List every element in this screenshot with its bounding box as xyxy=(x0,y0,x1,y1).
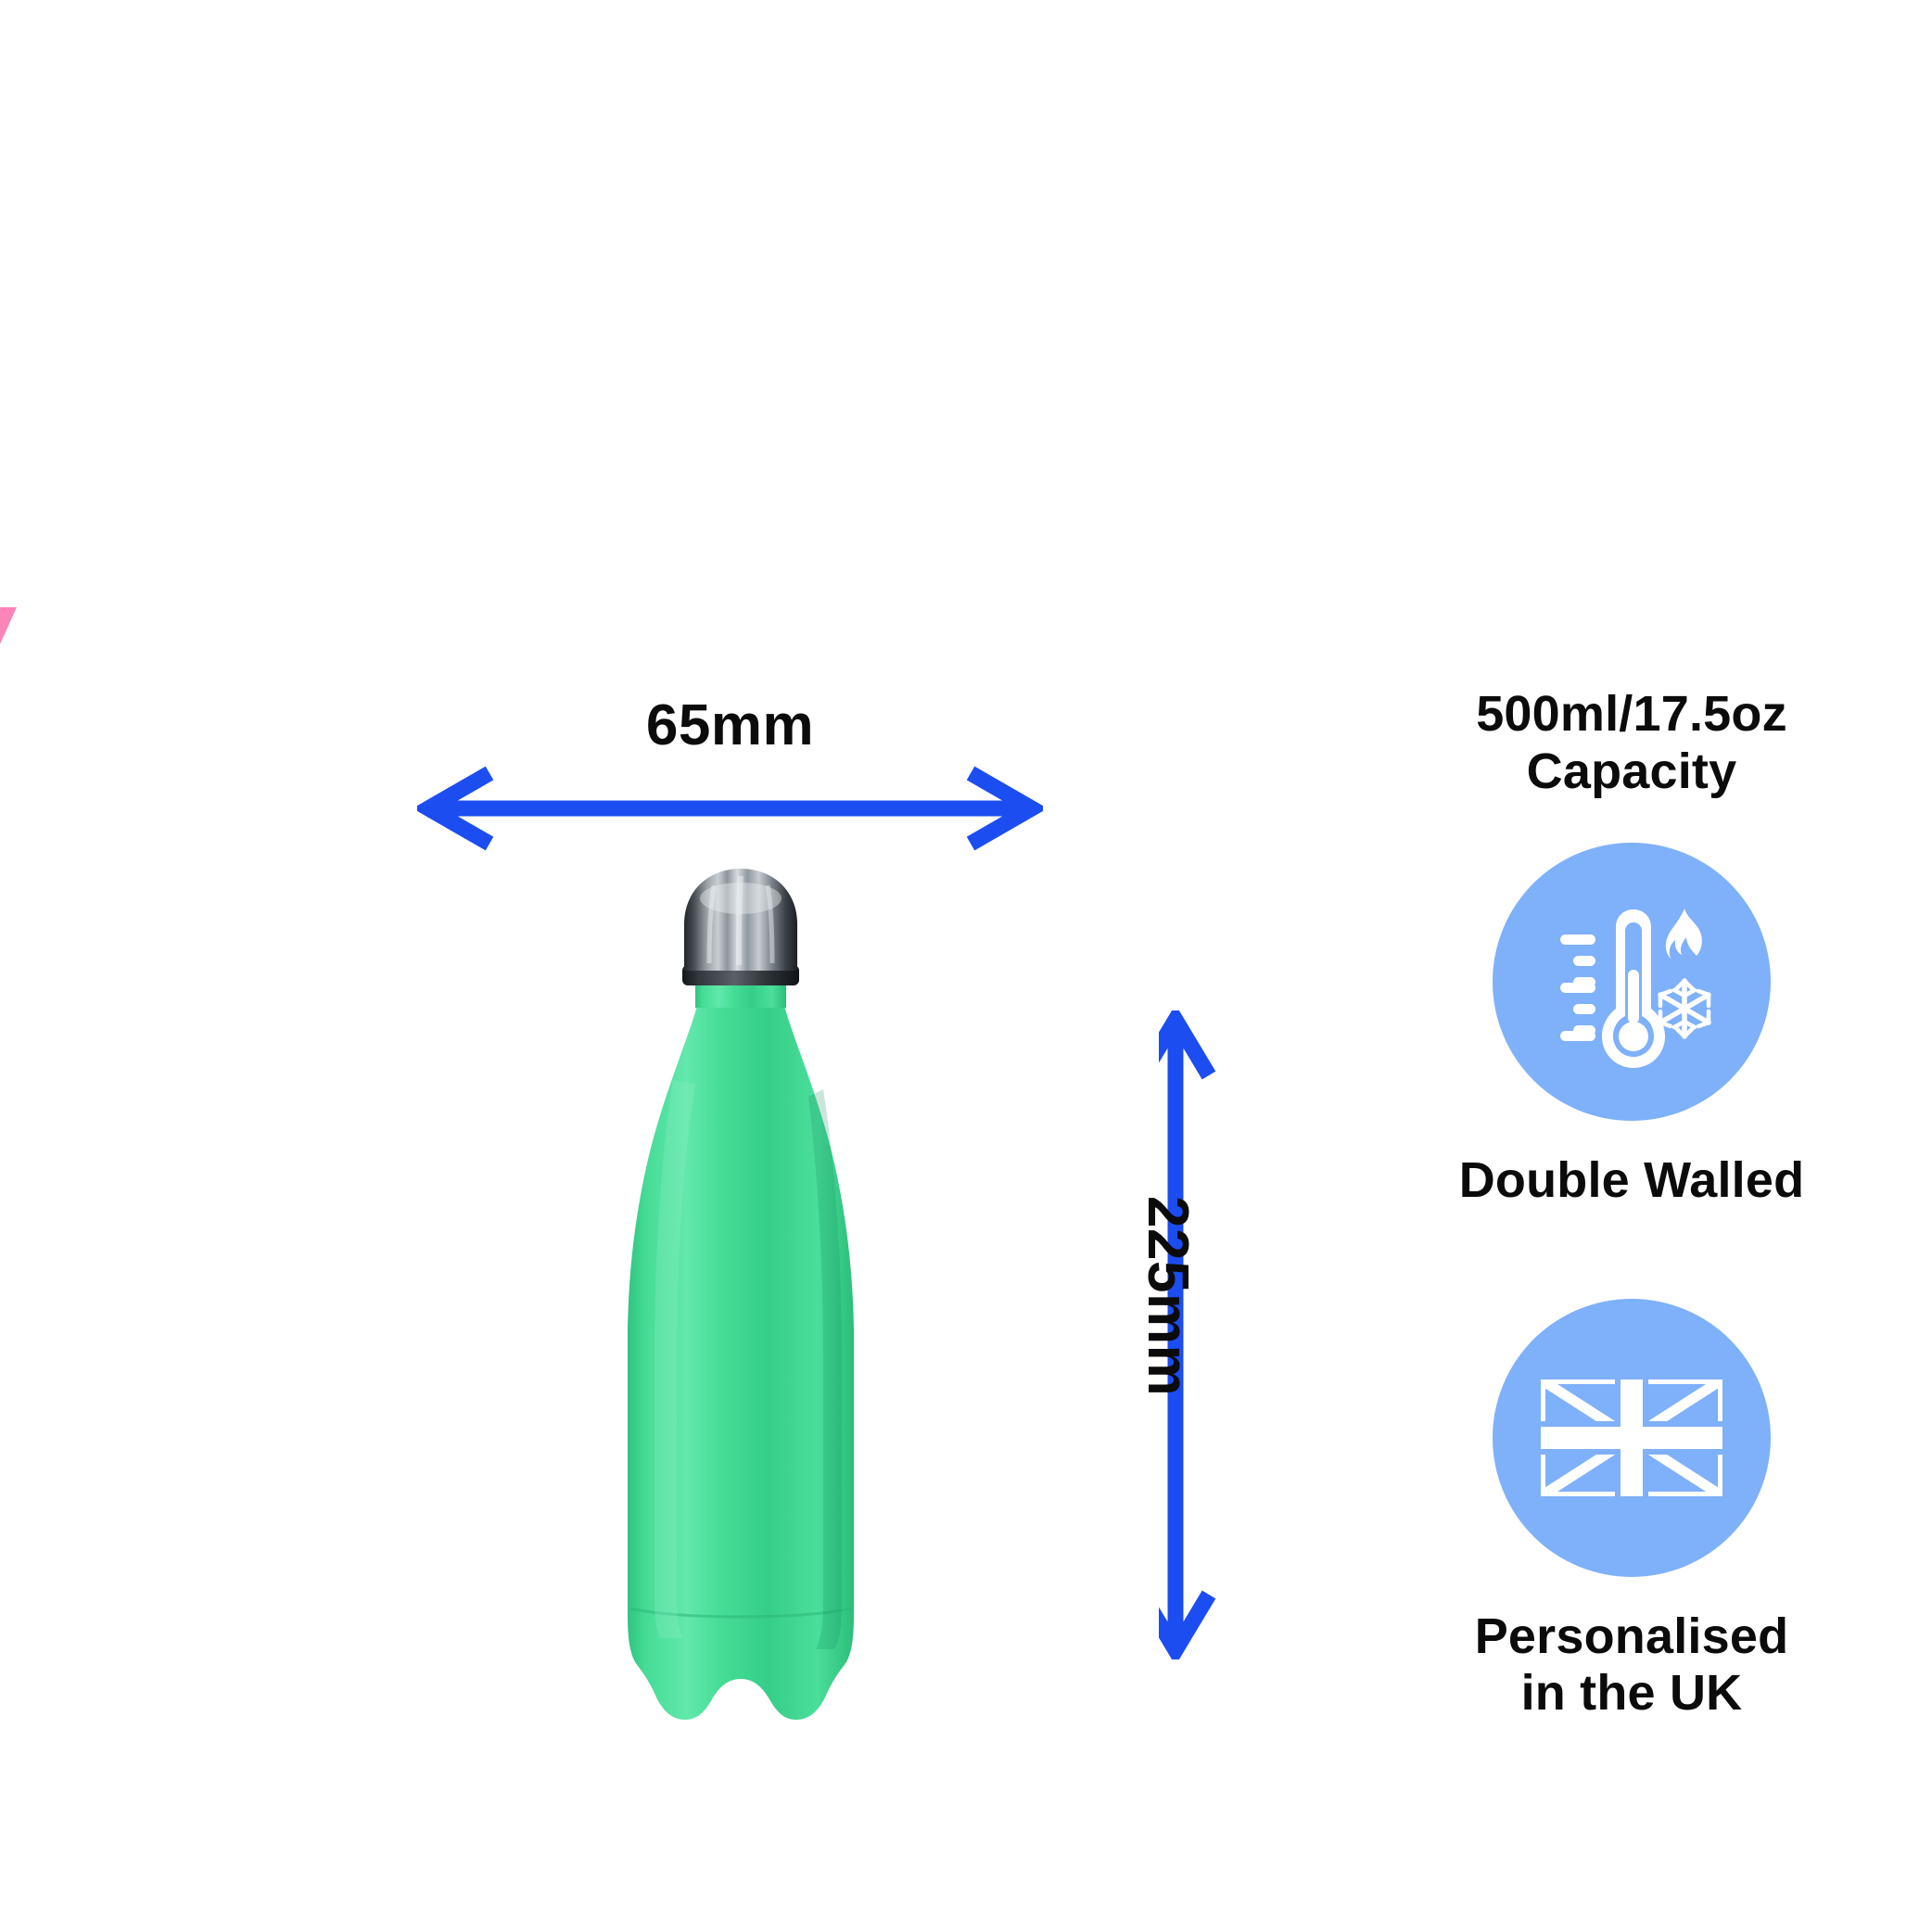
pink-edge-artifact xyxy=(0,607,17,644)
personalised-uk-caption: Personalised in the UK xyxy=(1475,1608,1789,1722)
union-jack-flag-icon xyxy=(1541,1379,1722,1496)
personalised-uk-line-1: Personalised xyxy=(1474,1608,1789,1664)
height-dimension-arrow xyxy=(1159,1010,1216,1659)
feature-double-walled: Double Walled xyxy=(1459,843,1805,1210)
thermometer-hot-cold-icon xyxy=(1560,909,1711,1069)
width-dimension-label: 65mm xyxy=(645,693,815,757)
height-dimension-label: 225mm xyxy=(1136,1196,1200,1397)
feature-list: 500ml/17.5oz Capacity xyxy=(1400,686,1863,1722)
capacity-line-1: 500ml/17.5oz xyxy=(1476,686,1787,742)
water-bottle-image xyxy=(628,869,854,1720)
personalised-uk-badge xyxy=(1493,1298,1771,1577)
capacity-line-2: Capacity xyxy=(1526,743,1737,799)
double-walled-caption: Double Walled xyxy=(1458,1152,1805,1209)
width-dimension-arrow xyxy=(417,766,1043,851)
personalised-uk-line-2: in the UK xyxy=(1520,1665,1743,1722)
feature-personalised-uk: Personalised in the UK xyxy=(1475,1298,1789,1722)
double-walled-badge xyxy=(1493,843,1771,1122)
capacity-label: 500ml/17.5oz Capacity xyxy=(1476,686,1787,800)
